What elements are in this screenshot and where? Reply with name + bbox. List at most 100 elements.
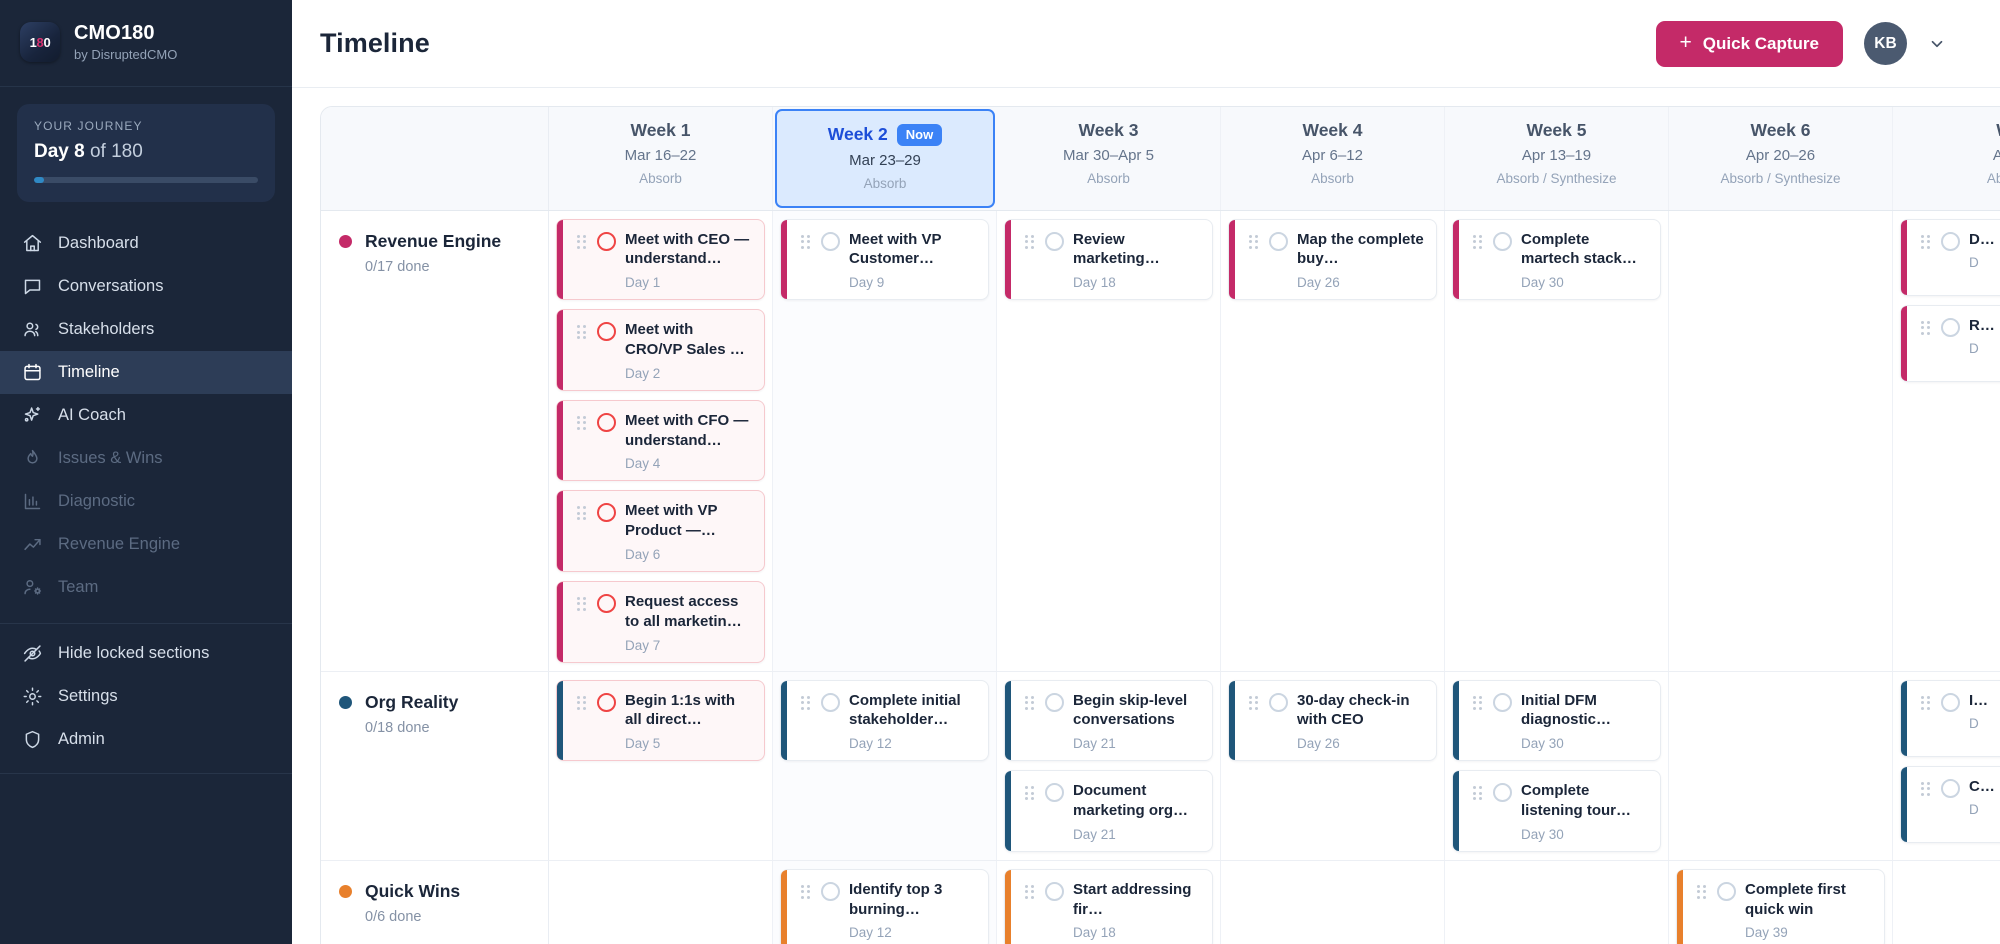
- sidebar-item-dashboard[interactable]: Dashboard: [0, 222, 292, 265]
- drag-handle-icon[interactable]: [1921, 781, 1932, 796]
- drag-handle-icon[interactable]: [1473, 695, 1484, 710]
- task-checkbox[interactable]: [821, 692, 840, 712]
- drag-handle-icon[interactable]: [1921, 320, 1932, 335]
- drag-handle-icon[interactable]: [801, 695, 812, 710]
- task-card[interactable]: Meet with CEO — understand…Day 1: [556, 218, 765, 301]
- sidebar-item-hide-locked-sections[interactable]: Hide locked sections: [0, 632, 292, 675]
- sidebar-item-revenue-engine: Revenue Engine: [0, 523, 292, 566]
- task-checkbox[interactable]: [1045, 783, 1064, 803]
- drag-handle-icon[interactable]: [577, 695, 588, 710]
- drag-handle-icon[interactable]: [577, 506, 588, 521]
- quick-capture-button[interactable]: + Quick Capture: [1655, 20, 1843, 67]
- task-card[interactable]: R…D: [1900, 304, 2000, 382]
- task-card[interactable]: Review marketing…Day 18: [1004, 218, 1213, 301]
- task-checkbox[interactable]: [597, 412, 616, 432]
- week-header-7[interactable]: WAprAbsor: [1893, 107, 2000, 210]
- task-card[interactable]: Initial DFM diagnostic…Day 30: [1452, 679, 1661, 762]
- drag-handle-icon[interactable]: [1921, 695, 1932, 710]
- task-checkbox[interactable]: [1717, 881, 1736, 901]
- task-card[interactable]: Start addressing fir…Day 18: [1004, 868, 1213, 944]
- task-card[interactable]: Map the complete buy…Day 26: [1228, 218, 1437, 301]
- drag-handle-icon[interactable]: [1473, 234, 1484, 249]
- task-card[interactable]: Identify top 3 burning…Day 12: [780, 868, 989, 944]
- drag-handle-icon[interactable]: [1921, 234, 1932, 249]
- task-card[interactable]: I…D: [1900, 679, 2000, 757]
- drag-handle-icon[interactable]: [1025, 884, 1036, 899]
- task-checkbox[interactable]: [597, 503, 616, 523]
- drag-handle-icon[interactable]: [1473, 786, 1484, 801]
- task-checkbox[interactable]: [1269, 692, 1288, 712]
- task-checkbox[interactable]: [1045, 692, 1064, 712]
- task-card[interactable]: C…D: [1900, 765, 2000, 843]
- task-checkbox[interactable]: [1941, 231, 1960, 251]
- sidebar-item-timeline[interactable]: Timeline: [0, 351, 292, 394]
- task-checkbox[interactable]: [1045, 881, 1064, 901]
- task-checkbox[interactable]: [821, 881, 840, 901]
- chevron-down-icon[interactable]: [1928, 35, 1946, 53]
- task-checkbox[interactable]: [1493, 783, 1512, 803]
- drag-handle-icon[interactable]: [1249, 234, 1260, 249]
- drag-handle-icon[interactable]: [577, 596, 588, 611]
- task-checkbox[interactable]: [1045, 231, 1064, 251]
- sidebar-item-stakeholders[interactable]: Stakeholders: [0, 308, 292, 351]
- task-day: Day 4: [625, 456, 661, 472]
- task-checkbox[interactable]: [1269, 231, 1288, 251]
- sidebar-item-ai-coach[interactable]: AI Coach: [0, 394, 292, 437]
- drag-handle-icon[interactable]: [577, 325, 588, 340]
- drag-handle-icon[interactable]: [801, 884, 812, 899]
- drag-handle-icon[interactable]: [1697, 884, 1708, 899]
- task-checkbox[interactable]: [821, 231, 840, 251]
- sidebar-item-admin[interactable]: Admin: [0, 718, 292, 761]
- task-checkbox[interactable]: [597, 593, 616, 613]
- task-checkbox[interactable]: [597, 692, 616, 712]
- task-card[interactable]: Request access to all marketin…Day 7: [556, 580, 765, 663]
- drag-handle-icon[interactable]: [577, 415, 588, 430]
- task-checkbox[interactable]: [1493, 231, 1512, 251]
- drag-handle-icon[interactable]: [577, 234, 588, 249]
- task-card[interactable]: Meet with VP Customer…Day 9: [780, 218, 989, 301]
- task-checkbox[interactable]: [1941, 692, 1960, 712]
- task-checkbox[interactable]: [597, 231, 616, 251]
- task-card[interactable]: Complete martech stack…Day 30: [1452, 218, 1661, 301]
- avatar[interactable]: KB: [1864, 22, 1907, 65]
- task-card[interactable]: D…D: [1900, 218, 2000, 296]
- task-checkbox[interactable]: [597, 322, 616, 342]
- task-day: Day 9: [849, 275, 885, 291]
- task-card[interactable]: Meet with CFO — understand…Day 4: [556, 399, 765, 482]
- task-checkbox[interactable]: [1493, 692, 1512, 712]
- task-card[interactable]: Document marketing org…Day 21: [1004, 770, 1213, 852]
- drag-handle-icon[interactable]: [1025, 234, 1036, 249]
- task-title: Request access to all marketin…: [625, 592, 742, 630]
- drag-handle-icon[interactable]: [801, 234, 812, 249]
- drag-handle-icon[interactable]: [1025, 695, 1036, 710]
- sidebar-item-conversations[interactable]: Conversations: [0, 265, 292, 308]
- task-card[interactable]: Complete listening tour…Day 30: [1452, 770, 1661, 852]
- task-card[interactable]: Complete initial stakeholder…Day 12: [780, 679, 989, 762]
- users-icon: [24, 322, 39, 337]
- drag-handle-icon[interactable]: [1025, 786, 1036, 801]
- task-checkbox[interactable]: [1941, 778, 1960, 798]
- lane-name: Revenue Engine: [365, 230, 502, 251]
- task-card[interactable]: Meet with CRO/VP Sales …Day 2: [556, 309, 765, 391]
- sidebar-item-settings[interactable]: Settings: [0, 675, 292, 718]
- task-card[interactable]: Meet with VP Product —…Day 6: [556, 490, 765, 572]
- task-card[interactable]: Begin 1:1s with all direct…Day 5: [556, 679, 765, 762]
- task-checkbox[interactable]: [1941, 317, 1960, 337]
- drag-handle-icon[interactable]: [1249, 695, 1260, 710]
- week-range: Apr 13–19: [1521, 147, 1592, 164]
